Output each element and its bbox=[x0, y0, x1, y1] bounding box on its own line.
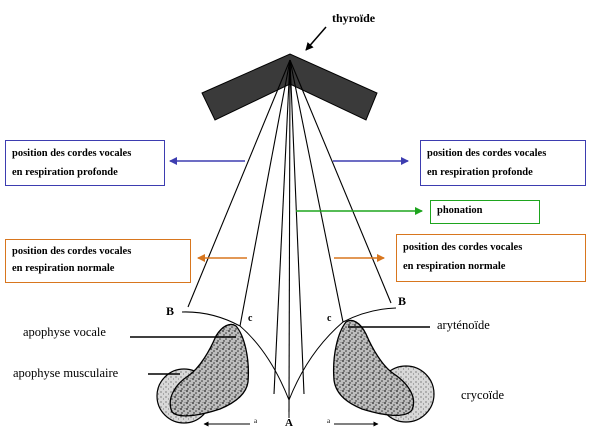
phonation-box: phonation bbox=[430, 200, 540, 224]
vocal-process-label: apophyse vocale bbox=[23, 325, 106, 340]
deep-breathing-box-right: position des cordes vocales en respirati… bbox=[420, 140, 586, 186]
cricoid-label: crycoïde bbox=[461, 388, 504, 403]
point-c-right: c bbox=[327, 313, 331, 324]
deep-left-line1: position des cordes vocales bbox=[12, 144, 158, 163]
thyroid-pointer-arrow bbox=[306, 27, 326, 50]
normal-breathing-box-right: position des cordes vocales en respirati… bbox=[396, 234, 586, 282]
normal-breathing-box-left: position des cordes vocales en respirati… bbox=[5, 239, 191, 283]
normal-right-line1: position des cordes vocales bbox=[403, 238, 579, 257]
thyroid-label: thyroïde bbox=[332, 11, 375, 26]
muscular-process-label: apophyse musculaire bbox=[13, 366, 118, 381]
deep-right-line2: en respiration profonde bbox=[427, 163, 579, 182]
point-b-right: B bbox=[398, 294, 406, 309]
tick-a-right: a bbox=[327, 417, 330, 425]
point-c-left: c bbox=[248, 313, 252, 324]
normal-left-line2: en respiration normale bbox=[12, 260, 184, 277]
deep-breathing-box-left: position des cordes vocales en respirati… bbox=[5, 140, 165, 186]
arytenoid-label: aryténoïde bbox=[437, 318, 490, 333]
normal-left-line1: position des cordes vocales bbox=[12, 243, 184, 260]
phonation-line1: phonation bbox=[437, 204, 533, 218]
point-b-left: B bbox=[166, 304, 174, 319]
normal-right-line2: en respiration normale bbox=[403, 257, 579, 276]
deep-right-line1: position des cordes vocales bbox=[427, 144, 579, 163]
point-a: A bbox=[285, 417, 293, 429]
deep-left-line2: en respiration profonde bbox=[12, 163, 158, 182]
tick-a-left: a bbox=[254, 417, 257, 425]
